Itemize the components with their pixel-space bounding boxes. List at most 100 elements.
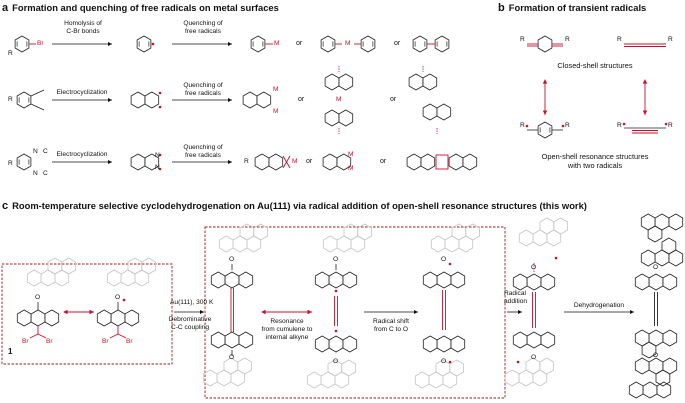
resonance-line3: internal alkyne bbox=[265, 334, 309, 341]
row3-step2-line1: Quenching of bbox=[183, 144, 223, 151]
resonance-frame bbox=[204, 226, 506, 399]
shift-line1: Radical shift bbox=[373, 318, 409, 325]
final-product-structure bbox=[629, 214, 682, 398]
row3-radical-n-label-bottom: N bbox=[155, 164, 160, 171]
row3-n-label-top: N bbox=[33, 148, 38, 155]
step1-line3: C-C coupling bbox=[170, 324, 210, 331]
step1-line2: Debrominative bbox=[168, 316, 212, 323]
row3-step2-line2: free radicals bbox=[185, 152, 221, 159]
b-closed-r3: R bbox=[617, 36, 622, 43]
panel-b-open-shell-alkyne bbox=[622, 122, 668, 134]
panel-c-letter: c bbox=[2, 200, 9, 212]
row1-bridge-metal-label: M bbox=[345, 40, 351, 47]
open-shell-line1: Open-shell resonance structures bbox=[541, 152, 649, 161]
row1-step1-line2: C-Br bonds bbox=[66, 28, 100, 35]
precursor-br-left: Br bbox=[22, 338, 29, 345]
row2-metal-label-bottom: M bbox=[273, 108, 279, 115]
panel-b-title-text: Formation of transient radicals bbox=[508, 2, 647, 13]
row2-metal-label-top: M bbox=[273, 86, 279, 93]
row3-step1-label: Electrocyclization bbox=[56, 151, 108, 158]
panel-a-title-text: Formation and quenching of free radicals… bbox=[12, 2, 279, 13]
cumulene-o-top: O bbox=[229, 256, 235, 263]
panel-b-closed-shell-cumulene bbox=[624, 43, 666, 47]
row3-radical bbox=[130, 153, 162, 171]
b-open-r3: R bbox=[617, 122, 622, 129]
row1-reactant bbox=[14, 35, 36, 53]
resonance-label: Resonance from cumulene to internal alky… bbox=[258, 318, 316, 342]
b-open-r1: R bbox=[520, 122, 525, 129]
row1-step1-label: Homolysis of C-Br bonds bbox=[54, 20, 112, 36]
row2-reactant bbox=[16, 89, 45, 111]
open-shell-label: Open-shell resonance structures with two… bbox=[520, 152, 670, 170]
row3-metal-r-label: R bbox=[244, 158, 249, 165]
row1-radical bbox=[136, 35, 155, 53]
row1-product-metal bbox=[250, 35, 273, 53]
row1-product-biphenyl bbox=[412, 35, 450, 53]
product-o-top: O bbox=[653, 264, 659, 271]
row3-n-label-bottom: N bbox=[33, 170, 38, 177]
b-closed-r2: R bbox=[565, 36, 570, 43]
row3-radical-n-label-top: N bbox=[155, 152, 160, 159]
panel-b-open-shell-benzenoid bbox=[525, 121, 565, 139]
step1-top-label: Au(111), 300 K bbox=[170, 299, 214, 306]
row1-or-2: or bbox=[394, 40, 401, 47]
row1-step2-line1: Quenching of bbox=[183, 20, 223, 27]
row1-step2-line2: free radicals bbox=[185, 28, 221, 35]
precursor-frame bbox=[1, 263, 173, 365]
oxy-diradical-structure bbox=[415, 224, 479, 388]
product-o-bottom: O bbox=[653, 352, 659, 359]
panel-b-letter: b bbox=[498, 2, 505, 14]
shift-line2: from C to O bbox=[373, 326, 409, 333]
row3-bridge-metal-label-bottom: M bbox=[348, 165, 354, 172]
row3-r-label: R bbox=[8, 160, 13, 167]
oxy-diradical-o-bottom: O bbox=[441, 358, 447, 365]
row2-or-1: or bbox=[298, 96, 305, 103]
panel-a-letter: a bbox=[2, 2, 9, 14]
row1-step2-label: Quenching of free radicals bbox=[174, 20, 232, 36]
row2-step2-line1: Quenching of bbox=[183, 82, 223, 89]
addition-line1: Radical bbox=[504, 290, 526, 297]
oxy-br-right: Br bbox=[126, 338, 133, 345]
precursor-br-right: Br bbox=[46, 338, 53, 345]
intermediate-o-bottom: O bbox=[531, 354, 537, 361]
row3-or-1: or bbox=[306, 158, 313, 165]
precursor-1-structure bbox=[17, 258, 75, 339]
addition-line2: addition bbox=[504, 298, 528, 305]
row2-step1-label: Electrocyclization bbox=[56, 89, 108, 96]
radical-addition-label: Radical addition bbox=[504, 290, 528, 306]
row2-product-polymer bbox=[408, 66, 452, 134]
row2-or-2: or bbox=[390, 96, 397, 103]
row3-reactant bbox=[16, 153, 32, 171]
panel-b-closed-shell-quinoid bbox=[527, 35, 563, 53]
row2-step2-line2: free radicals bbox=[185, 90, 221, 97]
oxy-diradical-o-top: O bbox=[441, 256, 447, 263]
row3-step2-label: Quenching of free radicals bbox=[174, 144, 232, 160]
precursor-oxy-radical-structure bbox=[97, 258, 155, 339]
dehydrogenation-label: Dehydrogenation bbox=[573, 302, 625, 309]
row1-br-label: Br bbox=[37, 40, 44, 47]
open-shell-line2: with two radicals bbox=[567, 161, 623, 170]
resonance-line2: from cumulene to bbox=[261, 326, 313, 333]
addition-intermediate-structure bbox=[505, 218, 567, 386]
closed-shell-label: Closed-shell structures bbox=[557, 61, 633, 70]
b-closed-r1: R bbox=[520, 36, 525, 43]
alkyne-o-bottom: O bbox=[333, 358, 339, 365]
row2-step2-label: Quenching of free radicals bbox=[174, 82, 232, 98]
row1-metal-label: M bbox=[274, 40, 280, 47]
row3-bridge-metal-label-top: M bbox=[348, 151, 354, 158]
row3-c-label-bottom: C bbox=[43, 170, 48, 177]
row2-product-metal bbox=[242, 91, 272, 109]
alkyne-o-top: O bbox=[333, 256, 339, 263]
resonance-line1: Resonance bbox=[270, 318, 304, 325]
oxy-o-label: O bbox=[115, 294, 121, 301]
row3-product-bridged bbox=[322, 153, 352, 171]
row1-step1-line1: Homolysis of bbox=[64, 20, 102, 27]
alkyne-diradical-structure bbox=[307, 224, 371, 388]
row3-or-2: or bbox=[380, 158, 387, 165]
intermediate-o-top: O bbox=[531, 264, 537, 271]
row3-c-label-top: C bbox=[43, 148, 48, 155]
